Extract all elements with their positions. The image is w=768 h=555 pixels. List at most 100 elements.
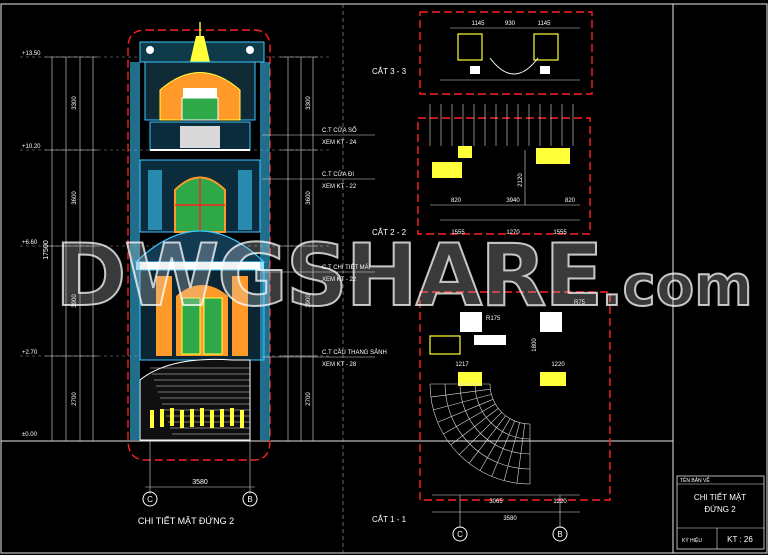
callouts: C.T CỬA SỔ XEM KT - 24 C.T CỬA ĐI XEM KT… [322, 127, 387, 368]
sec1-axis-label-right: B [557, 530, 562, 539]
level-tag-1: +13.50 [22, 51, 41, 57]
balcony-upper [149, 121, 251, 151]
title-block: TÊN BẢN VẼ CHI TIẾT MẶT ĐỨNG 2 KÝ HIỆU K… [676, 475, 765, 550]
section-3-label: CẮT 3 - 3 [372, 67, 407, 76]
spiral-step [459, 412, 502, 455]
overall-width-label: 3580 [192, 479, 208, 486]
inner-dim-4: 2700 [72, 392, 78, 406]
callout-1-title: C.T CỬA SỔ [322, 127, 357, 134]
elevation-view: C B 3580 CHI TIẾT MẶT ĐỨNG 2 +13.50 +10.… [20, 22, 387, 526]
spiral-step [503, 422, 520, 481]
baluster [230, 408, 234, 426]
top-floor-window [144, 61, 256, 121]
baluster [210, 410, 214, 428]
axis-label-c: C [147, 495, 153, 504]
section-1-label: CẮT 1 - 1 [372, 515, 407, 524]
total-height-dim: 17500 [43, 240, 50, 260]
watermark: DWGSHARE.com [54, 225, 754, 327]
spiral-step [491, 420, 515, 477]
level-lines [20, 56, 330, 357]
callout-2-title: C.T CỬA ĐI [322, 171, 354, 178]
entrance-door [139, 269, 265, 361]
callout-3-ref: XEM KT - 22 [322, 277, 357, 283]
spiral-step [468, 415, 506, 464]
entrance-pediment [134, 230, 266, 270]
inner-dim-3: 3900 [72, 294, 78, 308]
sec1-axis-bubble-right [552, 526, 568, 542]
sheet-label: KÝ HIỆU [682, 536, 702, 544]
right-dim-3: 3900 [306, 294, 312, 308]
sec1-dim-4: 1800 [532, 338, 538, 352]
right-dim-4: 2700 [306, 392, 312, 406]
right-dim-2: 3600 [306, 191, 312, 205]
entrance-staircase [139, 358, 251, 441]
spiral-step [516, 423, 526, 484]
title-block-name-1: CHI TIẾT MẶT [694, 492, 746, 502]
sec1-axis-label-left: C [457, 530, 463, 539]
middle-floor-window [139, 159, 261, 233]
main-title: CHI TIẾT MẶT ĐỨNG 2 [138, 516, 234, 526]
sec3-dim-2: 930 [505, 21, 516, 27]
sec2-dim-4: 1555 [451, 230, 465, 236]
sheet-number: KT : 26 [727, 535, 753, 544]
callout-3-title: C.T CHI TIẾT MÁI [322, 264, 371, 271]
baluster [240, 410, 244, 428]
sheet-frame [0, 3, 768, 554]
title-block-header: TÊN BẢN VẼ [680, 476, 710, 484]
level-tag-2: +10.20 [22, 144, 41, 150]
sec2-dim-1: 820 [451, 198, 462, 204]
callout-2-ref: XEM KT - 22 [322, 184, 357, 190]
watermark-suffix: .com [600, 253, 753, 320]
title-block-name-2: ĐỨNG 2 [704, 505, 736, 514]
section-3-3: 1145 930 1145 CẮT 3 - 3 [372, 11, 593, 95]
baluster [150, 410, 154, 428]
sec1-axis-bubble-left [452, 526, 468, 542]
level-tag-3: +6.60 [22, 240, 38, 246]
left-dimension-lines [45, 56, 98, 442]
right-dimension-lines [280, 56, 318, 442]
section-1-1: 3065 1220 3580 1800 1220 1217 +2.70 R175… [372, 291, 611, 542]
baluster [180, 410, 184, 428]
callout-1-ref: XEM KT - 24 [322, 140, 357, 146]
level-tag-4: +2.70 [22, 350, 38, 356]
roof-crown [139, 22, 265, 63]
axis-bubble-b [242, 491, 258, 507]
baluster [200, 408, 204, 426]
sec1-dim-3: 3580 [503, 516, 517, 522]
spiral-step [450, 408, 499, 446]
sec2-dim-6: 1555 [553, 230, 567, 236]
sec1-dim-1: 3065 [489, 499, 503, 505]
sec1-dim-6: 1217 [455, 362, 469, 368]
spiral-step [443, 403, 496, 435]
spiral-step [433, 394, 492, 411]
sec1-dim-2: 1220 [553, 499, 567, 505]
spiral-step [437, 399, 494, 423]
right-dim-1: 3300 [306, 96, 312, 110]
level-tags: +13.50 +10.20 +6.60 +2.70 ±0.00 [22, 51, 41, 438]
section-2-2: 820 3940 820 1555 1270 1555 2120 CẮT 2 -… [372, 104, 591, 237]
sec1-radius-1: R175 [486, 316, 501, 322]
sec1-radius-2: R75 [574, 300, 586, 306]
callout-4-title: C.T CẦU THANG SẢNH [322, 349, 387, 356]
sec3-dim-3: 1145 [538, 21, 552, 27]
sec2-dim-2: 3940 [506, 198, 520, 204]
sec2-dim-7: 2120 [518, 173, 524, 187]
inner-dim-2: 3600 [72, 191, 78, 205]
sec2-dim-5: 1270 [506, 230, 520, 236]
callout-leaders [262, 134, 375, 358]
section-2-label: CẮT 2 - 2 [372, 228, 407, 237]
axis-bubble-c [142, 491, 158, 507]
level-tag-5: ±0.00 [22, 432, 38, 438]
baluster [190, 409, 194, 427]
right-pilaster [260, 62, 270, 440]
spiral-step [430, 388, 491, 398]
baluster [160, 409, 164, 427]
axis-label-b: B [247, 495, 252, 504]
sec3-dim-1: 1145 [472, 21, 486, 27]
left-pilaster [130, 62, 140, 440]
spiral-step [479, 418, 511, 471]
elevation-boundary [127, 29, 271, 461]
inner-dim-1: 3300 [72, 96, 78, 110]
sec2-dim-3: 820 [565, 198, 576, 204]
